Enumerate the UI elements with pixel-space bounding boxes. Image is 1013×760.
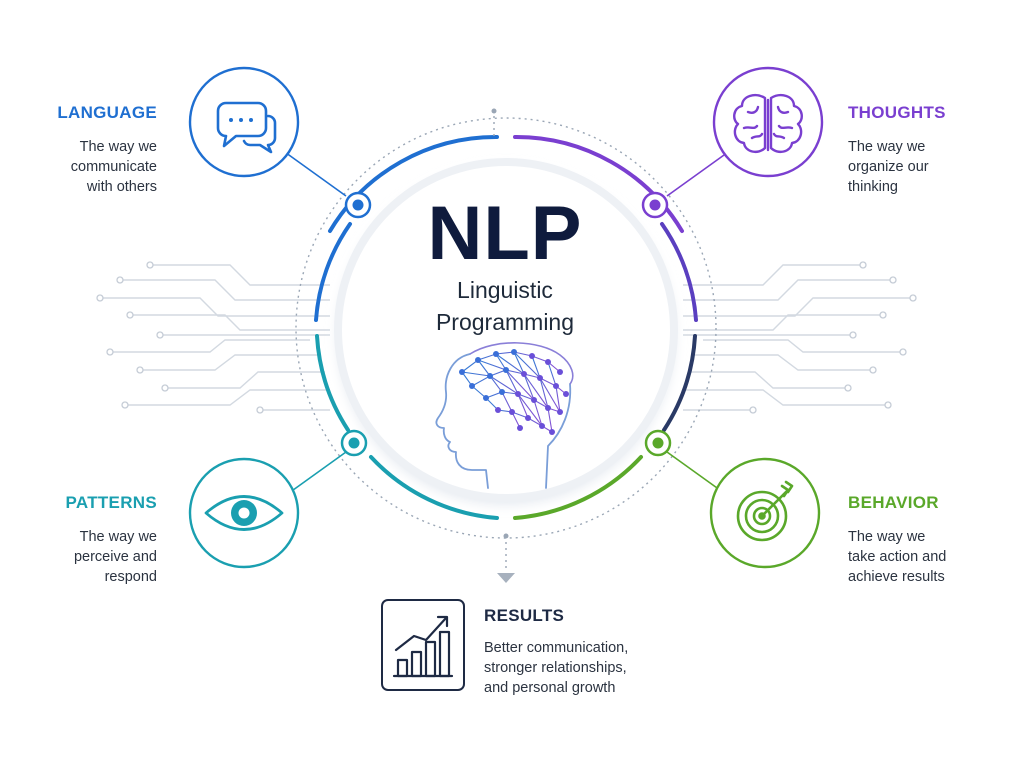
results-label: RESULTS Better communication, stronger r… — [484, 606, 674, 698]
eye-icon — [204, 495, 284, 531]
thoughts-description: The way we organize our thinking — [848, 137, 998, 197]
language-heading: LANGUAGE — [57, 103, 157, 122]
behavior-desc-line: achieve results — [848, 569, 945, 585]
head-network-icon — [435, 342, 574, 489]
results-desc-line: and personal growth — [484, 680, 616, 696]
vertical-dotted-connectors — [493, 110, 507, 572]
language-description: The way we communicate with others — [20, 137, 157, 197]
thoughts-heading: THOUGHTS — [848, 103, 946, 122]
circuit-lines-right — [683, 264, 913, 411]
thoughts-desc-line: organize our — [848, 159, 929, 175]
circuit-nodes-left — [96, 261, 264, 414]
ring-arc-bottom-right — [513, 455, 643, 520]
brain-icon — [733, 94, 803, 154]
target-icon — [736, 480, 794, 542]
thoughts-desc-line: thinking — [848, 179, 898, 195]
ring-arc-right-upper — [660, 222, 698, 322]
behavior-label: BEHAVIOR The way we take action and achi… — [848, 493, 1003, 587]
ring-node-thoughts — [641, 191, 669, 219]
center-subtitle-line1: Linguistic — [457, 277, 553, 303]
ring-node-language — [344, 191, 372, 219]
patterns-desc-line: The way we — [79, 529, 157, 545]
inner-disk — [334, 158, 678, 502]
behavior-desc-line: take action and — [848, 549, 947, 565]
behavior-heading: BEHAVIOR — [848, 493, 939, 512]
ring-arc-bottom-left — [369, 455, 499, 520]
ring-arc-left-lower — [315, 334, 350, 432]
language-desc-line: with others — [86, 179, 157, 195]
language-label: LANGUAGE The way we communicate with oth… — [20, 103, 157, 197]
results-desc-line: Better communication, — [484, 640, 629, 656]
ring-arc-left-upper — [314, 222, 352, 322]
language-desc-line: The way we — [79, 139, 157, 155]
top-connector-dot — [491, 108, 497, 114]
results-arrow-icon — [497, 573, 515, 583]
growth-chart-icon — [392, 615, 454, 678]
behavior-desc-line: The way we — [848, 529, 926, 545]
ring-arc-top-left — [328, 134, 499, 233]
thoughts-label: THOUGHTS The way we organize our thinkin… — [848, 103, 998, 197]
patterns-description: The way we perceive and respond — [20, 527, 157, 587]
ring-node-patterns — [340, 429, 368, 457]
colored-ring — [314, 134, 698, 520]
results-description: Better communication, stronger relations… — [484, 638, 674, 698]
speech-bubbles-icon — [216, 101, 277, 154]
outer-dotted-ring — [295, 117, 717, 539]
patterns-heading: PATTERNS — [65, 493, 157, 512]
results-icon-box — [381, 599, 465, 691]
ring-node-behavior — [644, 429, 672, 457]
behavior-description: The way we take action and achieve resul… — [848, 527, 1003, 587]
circuit-lines-left — [100, 264, 330, 411]
ring-arc-right-lower — [662, 334, 697, 432]
results-heading: RESULTS — [484, 606, 565, 625]
patterns-desc-line: respond — [104, 569, 157, 585]
patterns-desc-line: perceive and — [73, 549, 157, 565]
circuit-nodes-right — [749, 261, 917, 414]
results-desc-line: stronger relationships, — [484, 660, 627, 676]
language-desc-line: communicate — [70, 159, 157, 175]
thoughts-desc-line: The way we — [848, 139, 926, 155]
bottom-connector-dot — [503, 533, 509, 539]
center-subtitle-line2: Programming — [435, 309, 575, 335]
center-title: NLP — [427, 191, 583, 276]
patterns-label: PATTERNS The way we perceive and respond — [20, 493, 158, 587]
